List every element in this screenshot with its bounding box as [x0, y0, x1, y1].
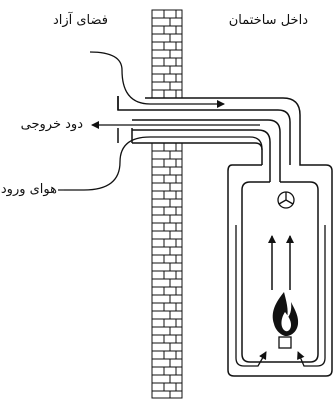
combustion-chamber — [241, 181, 319, 363]
brick-wall-lower — [151, 142, 183, 399]
outside-label: فضای آزاد — [52, 13, 108, 28]
supply-curves — [64, 51, 263, 191]
wall-outline — [151, 9, 183, 99]
chamber-airflow — [235, 225, 326, 367]
fan-icon — [277, 191, 295, 209]
brick-wall — [151, 9, 183, 399]
boiler-casing — [227, 140, 333, 377]
exhaust-flue — [132, 119, 281, 182]
outer-air-duct — [117, 96, 301, 165]
brick-wall-upper — [151, 9, 183, 99]
flame-core — [281, 312, 291, 332]
rising-gas-arrows — [268, 235, 294, 290]
burner — [278, 336, 292, 349]
inside-label: داخل ساختمان — [228, 13, 308, 28]
intake-label: هوای ورودی — [0, 182, 57, 197]
exhaust-label: دود خروجی — [20, 117, 83, 132]
